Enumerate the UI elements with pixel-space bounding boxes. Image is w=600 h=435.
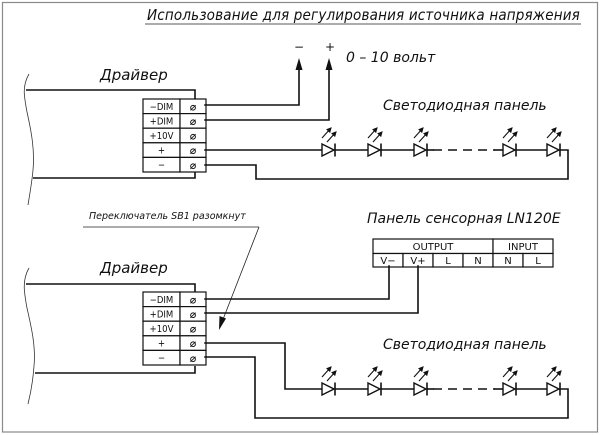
light-rays-icon: [321, 366, 337, 382]
top-terminal-block: −DIM⌀+DIM⌀+10V⌀+⌀−⌀: [142, 98, 207, 173]
terminal-row: +10V ⌀: [142, 127, 207, 144]
led-diode-icon: [502, 366, 518, 397]
plus-dim-wire: [204, 65, 330, 121]
led-diode-icon: [321, 366, 337, 397]
led-diode-icon: [413, 366, 429, 397]
led-diode-icon: [502, 127, 518, 158]
panel-pin-label: V+: [410, 256, 425, 267]
terminal-screw-icon: ⌀: [190, 293, 197, 306]
control-minus-label: −: [294, 40, 304, 54]
panel-pin-label: L: [535, 256, 541, 267]
diagram-title: Использование для регулирования источник…: [147, 6, 580, 24]
bottom-circuit: Переключатель SB1 разомкнут Драйвер −DIM…: [23, 211, 569, 419]
bottom-plus-wire: [204, 342, 322, 390]
top-minus-return-wire: [204, 149, 569, 180]
light-rays-icon: [502, 127, 518, 143]
bottom-driver-label: Драйвер: [99, 259, 168, 277]
sensor-panel: OUTPUT V− V+ L N INPUT N L: [372, 238, 554, 268]
top-dim-wires: − + 0 – 10 вольт: [204, 40, 436, 121]
light-rays-icon: [367, 366, 383, 382]
break-line: [23, 73, 34, 206]
terminal-label: +10V: [150, 324, 174, 335]
top-driver-body: [23, 73, 196, 206]
bottom-led-string: [321, 366, 562, 397]
led-diode-icon: [367, 127, 383, 158]
terminal-screw-icon: ⌀: [190, 144, 197, 157]
led-diode-icon: [367, 366, 383, 397]
terminal-label: +: [158, 339, 165, 350]
light-rays-icon: [502, 366, 518, 382]
bottom-driver-body: [23, 267, 196, 405]
terminal-row: +⌀: [142, 142, 207, 159]
switch-note: Переключатель SB1 разомкнут: [89, 211, 246, 222]
terminal-screw-icon: ⌀: [190, 159, 197, 172]
arrow-up-icon: [295, 58, 303, 70]
plus-dim-to-vplus-wire: [204, 265, 419, 314]
led-diode-icon: [321, 127, 337, 158]
minus-dim-wire: [204, 65, 300, 106]
terminal-screw-icon: ⌀: [190, 337, 197, 350]
leader-arrow-icon: [219, 316, 226, 330]
terminal-row: −⌀: [142, 156, 207, 173]
panel-pin-label: N: [504, 256, 511, 267]
panel-pin-label: V−: [380, 256, 395, 267]
led-diode-icon: [413, 127, 429, 158]
terminal-label: −DIM: [150, 102, 174, 113]
terminal-screw-icon: ⌀: [190, 115, 197, 128]
switch-leader-line: [221, 226, 260, 323]
terminal-row: −DIM ⌀: [142, 291, 207, 308]
terminal-screw-icon: ⌀: [190, 130, 197, 143]
terminal-row: +DIM ⌀: [142, 306, 207, 322]
terminal-label: +: [158, 146, 165, 157]
led-diode-icon: [546, 127, 562, 158]
sensor-panel-label: Панель сенсорная LN120E: [367, 211, 561, 227]
control-range-label: 0 – 10 вольт: [346, 50, 436, 66]
top-led-string: [321, 127, 562, 158]
light-rays-icon: [321, 127, 337, 143]
led-diode-icon: [546, 366, 562, 397]
light-rays-icon: [413, 127, 429, 143]
panel-pin-label: N: [474, 256, 481, 267]
bottom-minus-return-wire: [204, 356, 569, 419]
terminal-label: −: [158, 160, 165, 171]
terminal-screw-icon: ⌀: [190, 352, 197, 365]
light-rays-icon: [367, 127, 383, 143]
top-led-circuit: Светодиодная панель: [204, 98, 569, 180]
minus-dim-to-vminus-wire: [204, 265, 390, 300]
terminal-row: +DIM ⌀: [142, 112, 207, 129]
terminal-screw-icon: ⌀: [190, 308, 197, 321]
bottom-led-panel-label: Светодиодная панель: [383, 337, 547, 353]
terminal-row: −⌀: [142, 349, 207, 366]
light-rays-icon: [546, 127, 562, 143]
bottom-terminal-block: −DIM⌀+DIM⌀+10V⌀+⌀−⌀: [142, 291, 207, 366]
arrow-up-icon: [325, 58, 333, 70]
top-driver-label: Драйвер: [99, 66, 168, 84]
break-line: [23, 267, 35, 405]
panel-group-label: OUTPUT: [413, 242, 455, 253]
light-rays-icon: [413, 366, 429, 382]
terminal-label: +DIM: [150, 309, 174, 320]
panel-pin-cell: [522, 252, 554, 268]
control-plus-label: +: [325, 40, 335, 54]
terminal-label: +10V: [150, 131, 174, 142]
terminal-screw-icon: ⌀: [190, 323, 197, 336]
terminal-row: −DIM ⌀: [142, 98, 207, 115]
terminal-screw-icon: ⌀: [190, 100, 197, 113]
terminal-row: +⌀: [142, 335, 207, 351]
terminal-row: +10V ⌀: [142, 320, 207, 337]
terminal-label: −: [158, 353, 165, 364]
top-led-panel-label: Светодиодная панель: [383, 98, 547, 114]
panel-group-label: INPUT: [508, 242, 539, 253]
light-rays-icon: [546, 366, 562, 382]
top-circuit: Драйвер −DIM⌀+DIM⌀+10V⌀+⌀−⌀ − + 0 – 10 в…: [23, 40, 569, 206]
panel-pin-label: L: [445, 256, 451, 267]
terminal-label: −DIM: [150, 295, 174, 306]
terminal-label: +DIM: [150, 116, 174, 127]
